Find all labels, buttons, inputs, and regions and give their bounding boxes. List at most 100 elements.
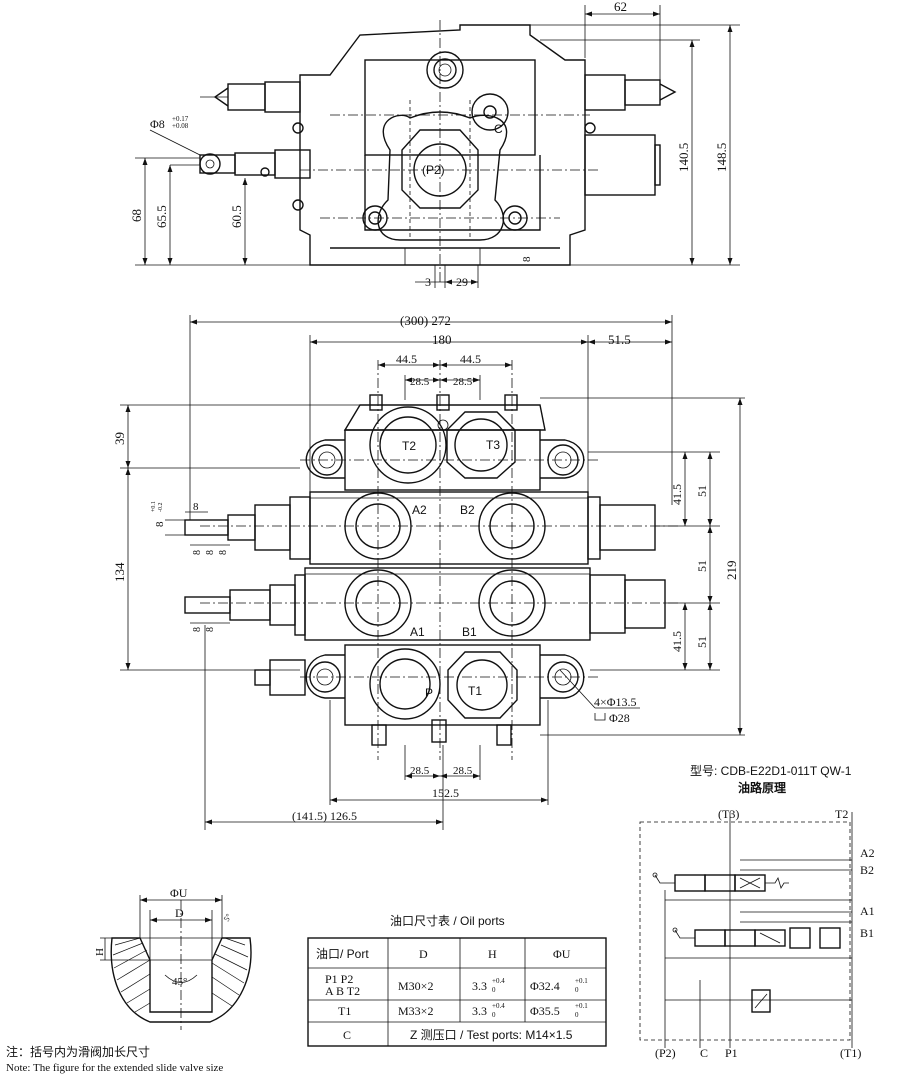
dim-counterbore: Φ28 <box>609 711 630 725</box>
dim-41-5-bot: 41.5 <box>670 631 684 652</box>
dim-51-c: 51 <box>695 636 709 648</box>
table-row1-port-line2: A B T2 <box>325 984 360 998</box>
table-row3-port: C <box>343 1028 351 1042</box>
table-row1-h-up: +0.4 <box>492 977 505 985</box>
port-label-a1: A1 <box>410 625 425 639</box>
port-label-b1: B1 <box>462 625 477 639</box>
table-row2-h-low: 0 <box>492 1011 496 1019</box>
table-header-h: H <box>488 947 497 961</box>
dim-28-5-b: 28.5 <box>453 376 473 388</box>
circuit-b2: B2 <box>860 863 874 877</box>
detail-small-angle: 5° <box>222 912 233 923</box>
dim-28-5-d: 28.5 <box>453 765 473 777</box>
dim-219: 219 <box>724 561 739 581</box>
dim-8-e: 8 <box>192 627 203 632</box>
circuit-p2: (P2) <box>655 1046 676 1060</box>
circuit-t2: T2 <box>835 807 848 821</box>
dim-8-d: 8 <box>218 550 229 555</box>
hydraulic-circuit: (T3) T2 A2 B2 A1 B1 (P2) C P1 (T1) <box>639 807 875 1060</box>
dim-51-a: 51 <box>695 485 709 497</box>
circuit-t1: (T1) <box>840 1046 861 1060</box>
circuit-p1: P1 <box>725 1046 738 1060</box>
dim-51-5: 51.5 <box>608 332 631 347</box>
port-label-p2: (P2) <box>422 163 445 177</box>
dim-holes: 4×Φ13.5 <box>594 695 637 709</box>
dim-51-b: 51 <box>695 560 709 572</box>
port-label-t1: T1 <box>468 684 482 698</box>
table-row2-u: Φ35.5 <box>530 1004 560 1018</box>
port-label-p: P <box>425 686 433 700</box>
table-row2-d: M33×2 <box>398 1004 433 1018</box>
dim-44-5-right: 44.5 <box>460 352 481 366</box>
dim-8-tol-up: +0.1 <box>151 501 157 512</box>
table-row2-u-up: +0.1 <box>575 1002 588 1010</box>
dim-phi8-tol-low: +0.08 <box>172 122 189 130</box>
dim-8-c: 8 <box>205 550 216 555</box>
dim-180: 180 <box>432 332 452 347</box>
dim-41-5-top: 41.5 <box>670 484 684 505</box>
table-header-port: 油口/ Port <box>316 947 369 961</box>
dim-140-5: 140.5 <box>676 143 691 172</box>
dim-148-5: 148.5 <box>714 143 729 172</box>
dim-3: 3 <box>425 275 431 289</box>
port-label-b2: B2 <box>460 503 475 517</box>
note-en: Note: The figure for the extended slide … <box>6 1062 223 1074</box>
dim-39: 39 <box>112 432 127 445</box>
dim-8-b: 8 <box>192 550 203 555</box>
note-cn: 注：括号内为滑阀加长尺寸 <box>6 1044 150 1059</box>
dim-28-5-a: 28.5 <box>410 376 430 388</box>
dim-44-5-left: 44.5 <box>396 352 417 366</box>
port-label-c: C <box>494 122 503 136</box>
table-row3-text: Z 测压口 / Test ports: M14×1.5 <box>410 1028 573 1042</box>
dim-28-5-c: 28.5 <box>410 765 430 777</box>
table-row2-h-up: +0.4 <box>492 1002 505 1010</box>
dim-8-a: 8 <box>193 501 199 513</box>
port-label-a2: A2 <box>412 503 427 517</box>
dim-8-tol-low: -0.2 <box>158 503 164 513</box>
table-row1-d: M30×2 <box>398 979 433 993</box>
circuit-a2: A2 <box>860 846 875 860</box>
circuit-title: 油路原理 <box>738 780 786 795</box>
model-label: 型号: CDB-E22D1-011T QW-1 <box>690 764 852 778</box>
dim-8-f: 8 <box>205 627 216 632</box>
detail-d: D <box>175 906 184 920</box>
circuit-c: C <box>700 1046 708 1060</box>
table-row2-u-low: 0 <box>575 1011 579 1019</box>
dim-60-5: 60.5 <box>229 205 244 228</box>
dim-29: 29 <box>456 275 468 289</box>
dim-300-272: (300) 272 <box>400 313 451 328</box>
dim-134: 134 <box>112 562 127 582</box>
table-header-u: ΦU <box>553 947 571 961</box>
table-header-d: D <box>419 947 428 961</box>
detail-h: H <box>94 948 106 956</box>
circuit-t3: (T3) <box>718 807 739 821</box>
port-label-t3: T3 <box>486 438 500 452</box>
table-row1-port-line1: P1 P2 <box>325 972 353 986</box>
dim-68: 68 <box>129 209 144 222</box>
detail-phi-u: ΦU <box>170 886 188 900</box>
circuit-b1: B1 <box>860 926 874 940</box>
port-detail: ΦU D H 45° 5° <box>94 886 252 1030</box>
table-row1-h: 3.3 <box>472 979 487 993</box>
dim-phi8-tol-up: +0.17 <box>172 115 189 123</box>
port-label-t2: T2 <box>402 439 416 453</box>
table-row1-u-low: 0 <box>575 986 579 994</box>
table-row1-u-up: +0.1 <box>575 977 588 985</box>
dim-8-tol: 8 <box>154 521 166 527</box>
circuit-a1: A1 <box>860 904 875 918</box>
table-title: 油口尺寸表 / Oil ports <box>390 914 505 928</box>
dim-62: 62 <box>614 0 627 14</box>
dim-8-top: 8 <box>521 256 533 262</box>
detail-angle: 45° <box>172 976 187 988</box>
table-row2-h: 3.3 <box>472 1004 487 1018</box>
front-view: (300) 272 180 51.5 44.5 44.5 28.5 28.5 3… <box>112 313 745 830</box>
dim-65-5: 65.5 <box>154 205 169 228</box>
table-row1-u: Φ32.4 <box>530 979 560 993</box>
table-row1-h-low: 0 <box>492 986 496 994</box>
top-view: 62 140.5 148.5 68 65.5 60.5 Φ8 +0.17 +0.… <box>129 0 740 289</box>
dim-152-5: 152.5 <box>432 786 459 800</box>
dim-141-5: (141.5) 126.5 <box>292 809 357 823</box>
dim-phi8: Φ8 <box>150 117 165 131</box>
table-row2-port: T1 <box>338 1004 351 1018</box>
